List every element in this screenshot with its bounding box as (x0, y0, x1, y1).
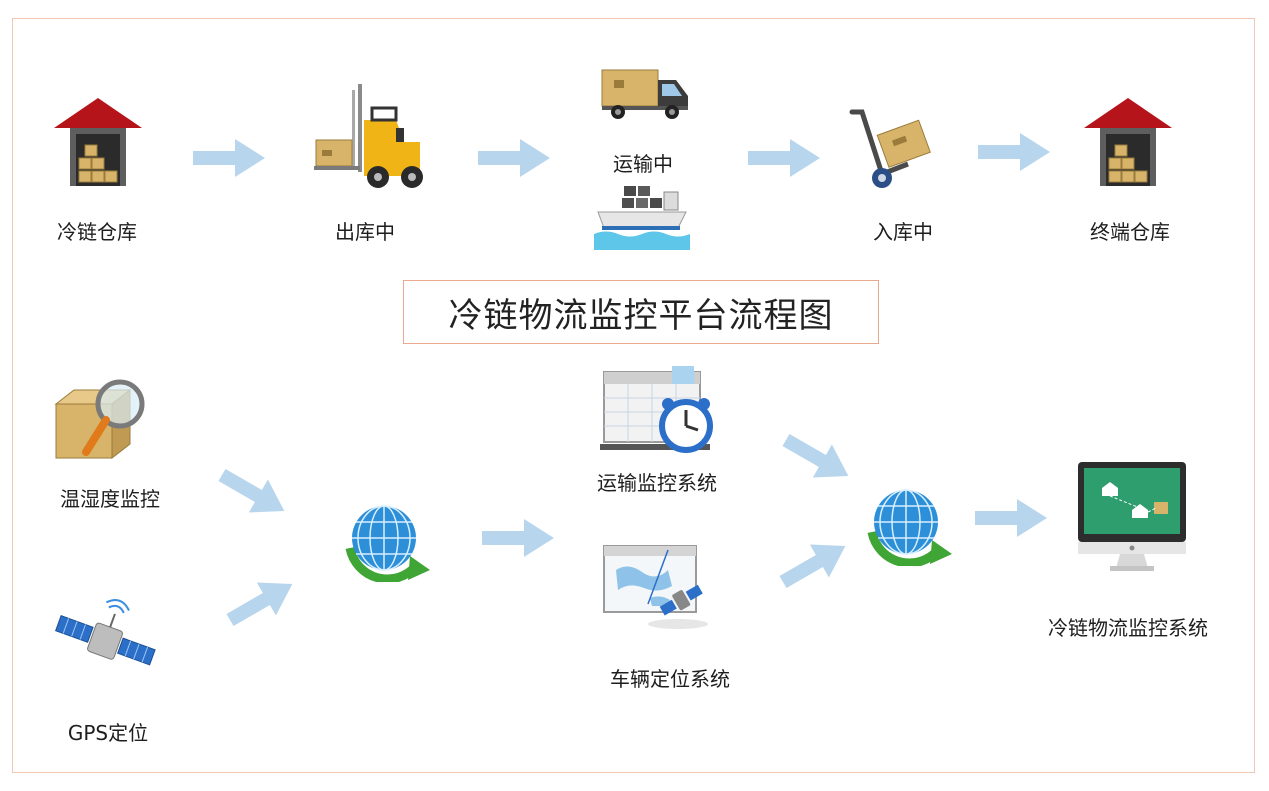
magnifier-box-icon (54, 379, 145, 460)
flow-arrow (748, 139, 820, 177)
diagram-title-box: 冷链物流监控平台流程图 (403, 280, 879, 344)
warehouse-icon (1084, 98, 1172, 186)
monitor-icon (1078, 462, 1186, 571)
node-label: 入库中 (873, 220, 933, 244)
calendar-clock-icon (600, 366, 713, 453)
node-label: GPS定位 (67, 721, 149, 745)
satellite-icon (55, 599, 156, 666)
hand-truck-icon (849, 109, 931, 188)
flow-arrow (776, 423, 858, 493)
flow-arrow (193, 139, 265, 177)
node-label: 运输监控系统 (597, 471, 717, 495)
truck-icon (601, 69, 688, 119)
forklift-icon (314, 84, 423, 188)
flow-arrow (478, 139, 550, 177)
node-label: 温湿度监控 (60, 487, 160, 511)
flow-arrow (220, 567, 302, 637)
diagram-title: 冷链物流监控平台流程图 (448, 295, 834, 336)
flow-arrow (773, 529, 855, 599)
cargo-ship-icon (594, 186, 690, 250)
node-label: 冷链物流监控系统 (1048, 616, 1208, 640)
warehouse-icon (54, 98, 142, 186)
flow-arrow (482, 519, 554, 557)
node-label: 出库中 (335, 220, 395, 244)
flow-arrow (978, 133, 1050, 171)
flow-arrow (212, 458, 294, 528)
node-label: 运输中 (613, 152, 673, 176)
diagram-frame (12, 18, 1255, 773)
node-label: 冷链仓库 (57, 220, 137, 244)
flow-arrow (975, 499, 1047, 537)
node-label: 终端仓库 (1090, 220, 1170, 244)
globe-icon (345, 505, 430, 582)
map-satellite-icon (603, 545, 708, 629)
globe-icon (867, 489, 952, 566)
node-label: 车辆定位系统 (610, 667, 730, 691)
